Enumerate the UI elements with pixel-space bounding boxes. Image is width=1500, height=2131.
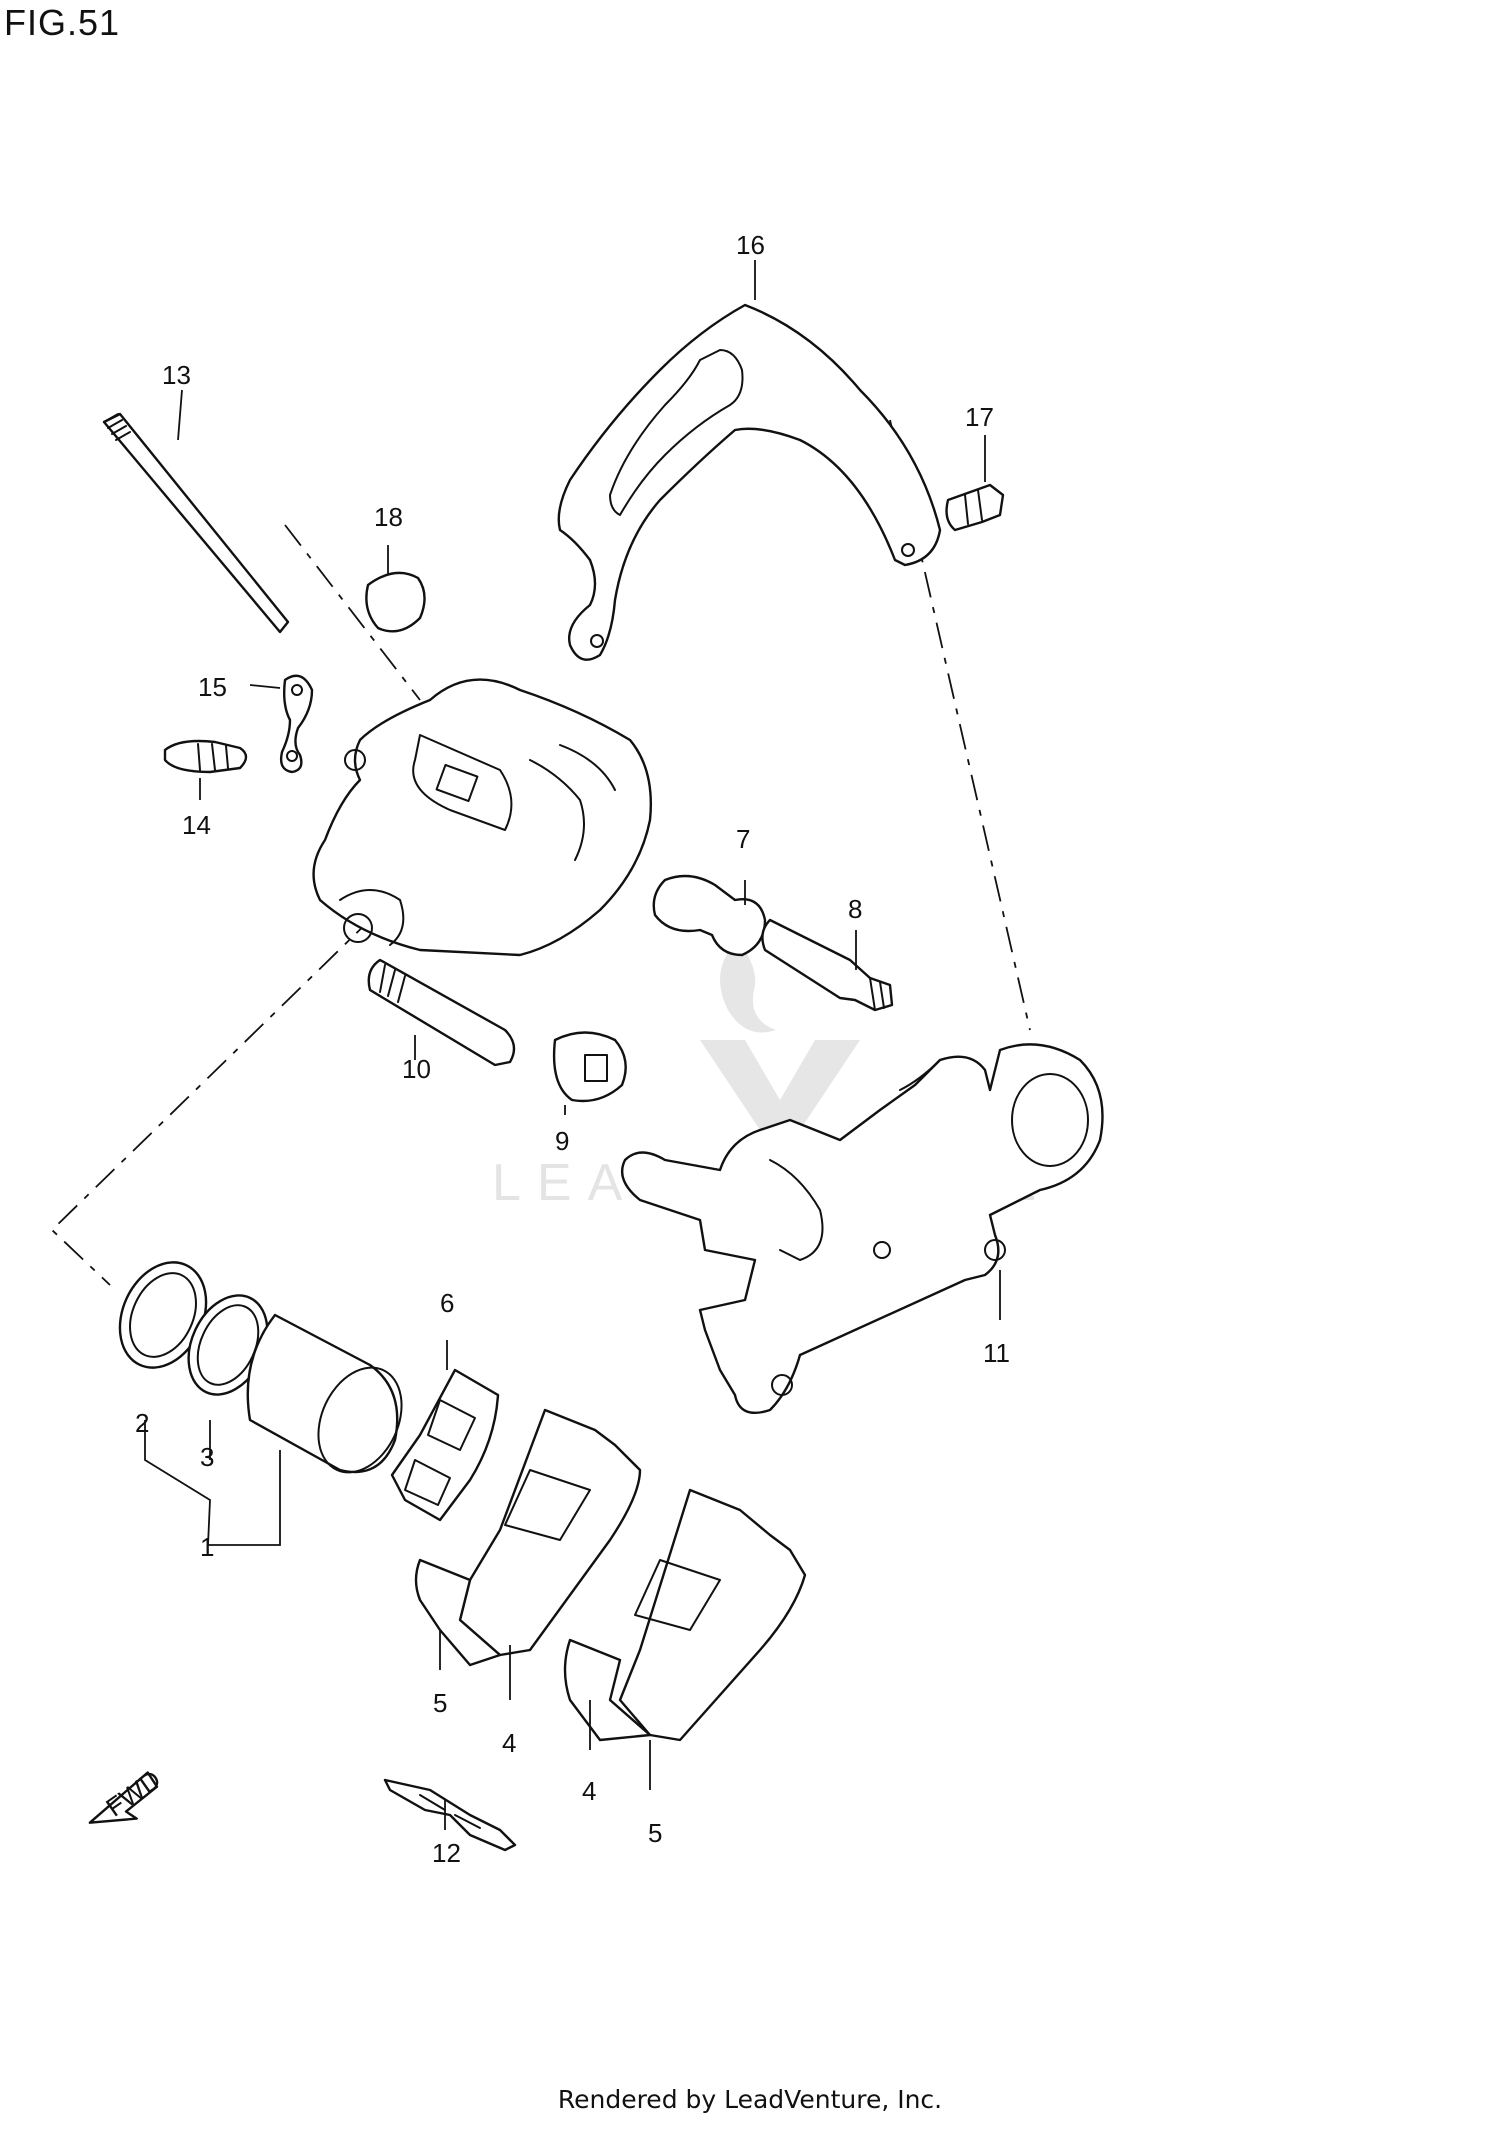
direction-arrow: FWD — [88, 1764, 166, 1824]
leader-lines — [144, 260, 1001, 1830]
part-14-bleeder — [163, 739, 248, 774]
part-9-boot — [552, 1031, 627, 1103]
callout-1: 1 — [200, 1532, 214, 1562]
callout-18: 18 — [374, 502, 403, 532]
part-16-caliper-guard — [557, 303, 942, 661]
part-1-piston — [246, 1313, 403, 1474]
callout-4-right: 4 — [582, 1776, 596, 1806]
callout-15: 15 — [198, 672, 227, 702]
part-15-clip — [279, 674, 314, 774]
part-2-seal — [118, 1261, 208, 1369]
callout-7: 7 — [736, 824, 750, 854]
part-4-pad-right — [618, 1488, 807, 1742]
part-11-bracket — [620, 1043, 1104, 1415]
callout-11: 11 — [983, 1338, 1010, 1368]
callout-5-left: 5 — [433, 1688, 447, 1718]
part-5-shim-right — [563, 1638, 652, 1742]
part-18-cap — [365, 571, 426, 633]
caliper-body — [312, 678, 652, 957]
callout-8: 8 — [848, 894, 862, 924]
callout-numbers: 1 2 3 4 4 5 5 6 7 8 9 10 11 12 13 14 15 … — [135, 230, 1010, 1868]
callout-4-left: 4 — [502, 1728, 516, 1758]
callout-13: 13 — [162, 360, 191, 390]
figure-title: FIG.51 — [4, 2, 121, 43]
callout-10: 10 — [402, 1054, 431, 1084]
footer-credit: Rendered by LeadVenture, Inc. — [557, 2085, 943, 2114]
callout-9: 9 — [555, 1126, 569, 1156]
callout-16: 16 — [736, 230, 765, 260]
part-12-spring — [383, 1778, 517, 1852]
callout-3: 3 — [200, 1442, 214, 1472]
part-8-bolt — [761, 918, 894, 1012]
callout-2: 2 — [135, 1408, 149, 1438]
callout-5-right: 5 — [648, 1818, 662, 1848]
part-5-shim-left — [414, 1558, 502, 1667]
part-6-shim — [390, 1368, 500, 1522]
part-13-pad-pin — [102, 412, 290, 634]
part-7-boot — [652, 874, 767, 957]
callout-6: 6 — [440, 1288, 454, 1318]
callout-17: 17 — [965, 402, 994, 432]
part-17-bolt — [945, 483, 1005, 532]
callout-14: 14 — [182, 810, 211, 840]
callout-12: 12 — [432, 1838, 461, 1868]
part-10-slide-pin — [367, 958, 516, 1067]
